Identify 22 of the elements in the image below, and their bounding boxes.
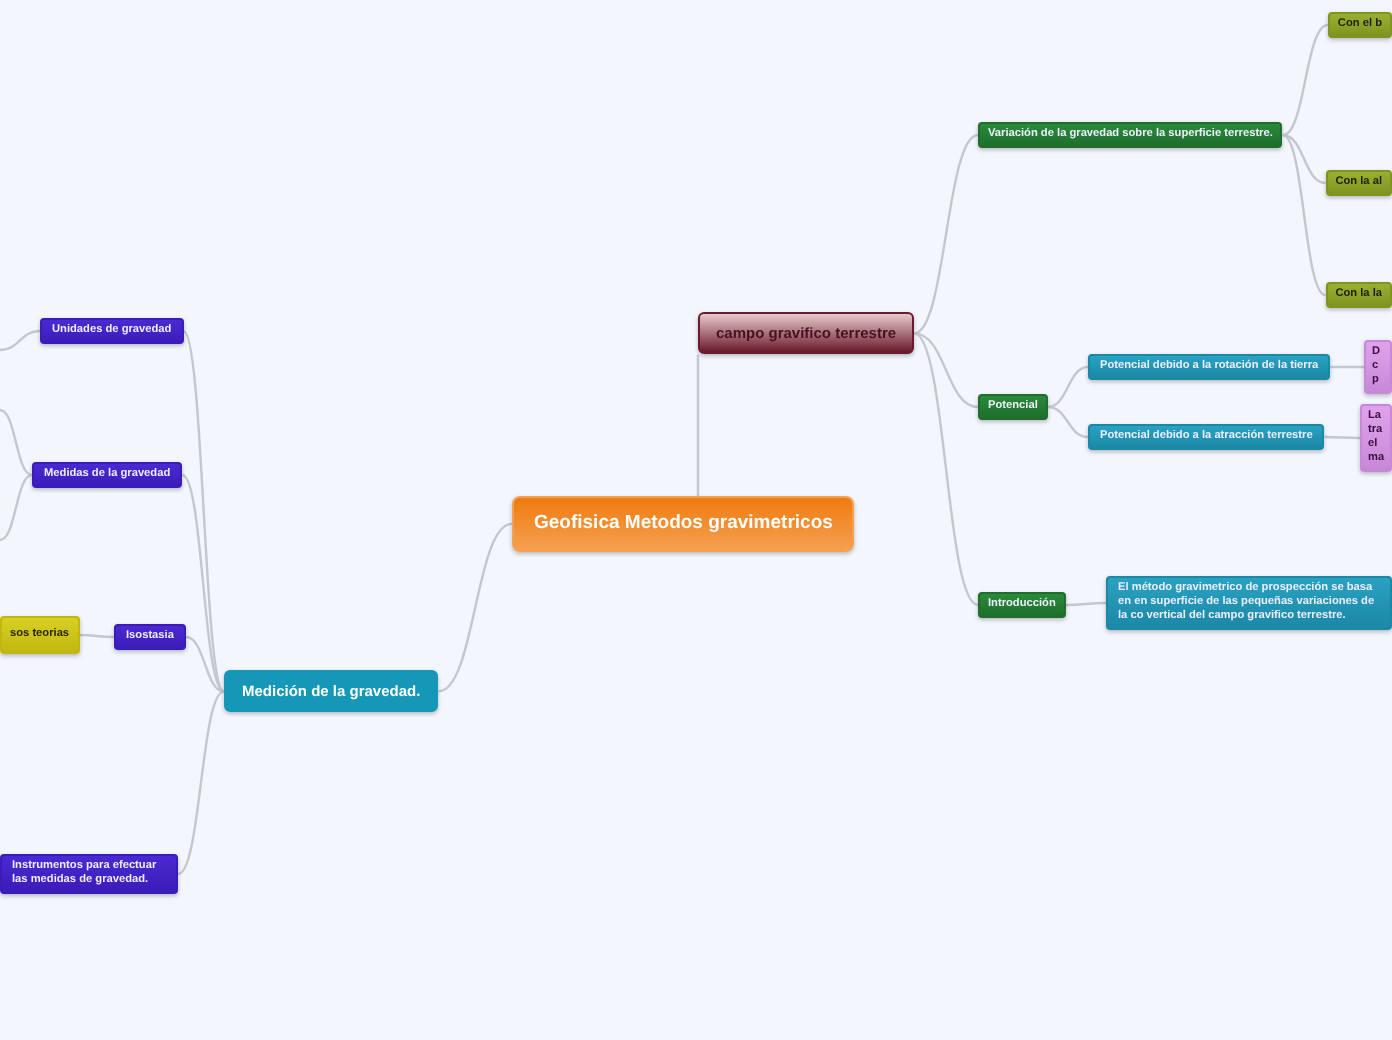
connector-line	[0, 473, 33, 542]
connector-line	[1324, 435, 1360, 440]
connector-line	[1330, 365, 1364, 369]
connector-line	[182, 330, 225, 693]
connector-line	[0, 329, 41, 352]
connector-line	[1047, 365, 1089, 409]
connector-line	[79, 633, 114, 639]
connector-line	[177, 690, 225, 875]
connector-line	[1282, 133, 1326, 185]
connector-line	[696, 354, 700, 496]
connector-line	[437, 522, 513, 693]
connector-line	[0, 408, 33, 477]
connector-line	[185, 635, 225, 693]
connector-line	[1065, 601, 1106, 607]
connector-line	[1282, 23, 1329, 137]
central-topic-box: Geofisica Metodos gravimetricos	[512, 496, 855, 552]
connector-line	[913, 332, 979, 606]
connector-line	[1282, 133, 1327, 296]
connector-line	[913, 133, 979, 335]
connector-line	[913, 332, 979, 409]
connector-line	[1047, 405, 1089, 439]
connector-line	[181, 474, 225, 693]
